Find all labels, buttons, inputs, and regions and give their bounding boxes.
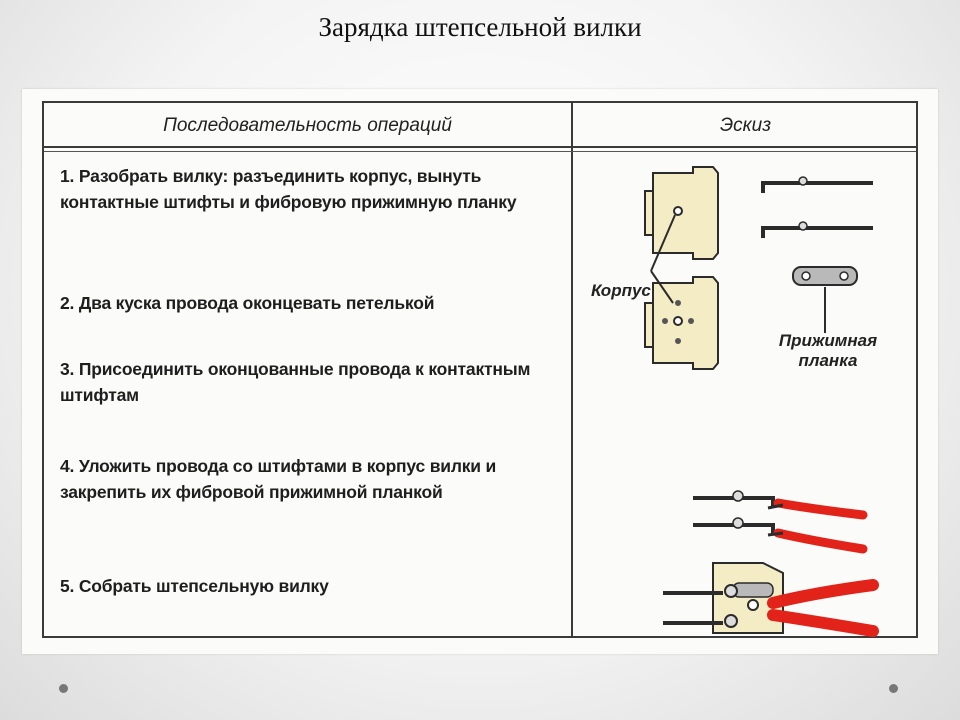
header-sketch: Эскиз [719,115,772,136]
contact-pin-upper [761,176,873,193]
label-pressure-plate: Прижимная планка [778,331,878,370]
contact-pin-lower [761,221,873,238]
header-operations: Последовательность операций [163,115,452,136]
slide-title: Зарядка штепсельной вилки [318,12,642,42]
header-divider [44,146,916,148]
label-body: Корпус [591,281,651,300]
step-3: 3. Присоединить оконцованные провода к к… [60,359,531,405]
step-2: 2. Два куска провода оконцевать петелько… [60,293,435,313]
slide-dot-left [59,684,68,693]
slide-dot-right [889,684,898,693]
step-5: 5. Собрать штепсельную вилку [60,576,329,596]
assembled-plug [663,562,879,637]
pressure-plate [792,266,858,286]
plug-sketch [644,166,879,637]
pin-with-wire-lower [693,517,868,554]
textbook-page: Последовательность операций Эскиз 1. Раз… [22,89,938,654]
sketch-area: Корпус Прижимная планка [573,153,918,638]
operations-table: Последовательность операций Эскиз 1. Раз… [42,101,918,638]
step-1: 1. Разобрать вилку: разъединить корпус, … [60,166,517,212]
column-divider [571,103,573,636]
plug-body-lower [644,276,719,370]
plug-body-upper [644,166,719,260]
header-divider-double [44,151,916,152]
pin-with-wire-upper [693,490,868,520]
step-4: 4. Уложить провода со штифтами в корпус … [60,456,497,502]
